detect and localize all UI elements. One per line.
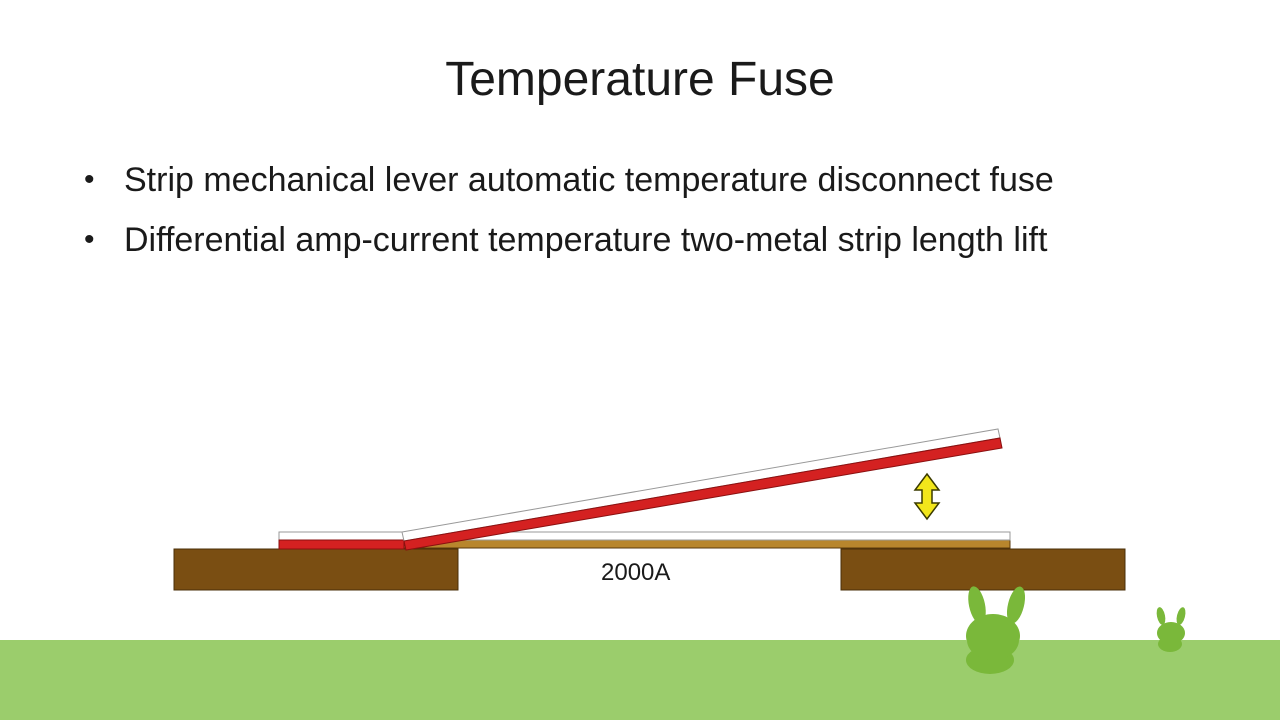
- grass-ground: [0, 640, 1280, 720]
- left-base-block: [173, 548, 459, 591]
- right-base-block: [840, 548, 1126, 591]
- fixed-bimetal-red-layer: [278, 539, 405, 550]
- lifted-bimetal-red-layer: [403, 437, 1003, 551]
- base-conductor-strip: [401, 539, 1011, 549]
- bullet-text: Differential amp-current temperature two…: [124, 221, 1048, 259]
- bullet-item: • Differential amp-current temperature t…: [84, 218, 1054, 262]
- lift-arrow-icon: [913, 472, 941, 521]
- lifted-bimetal-white-layer: [401, 428, 1001, 542]
- slide-title: Temperature Fuse: [445, 53, 835, 106]
- bullet-list: • Strip mechanical lever automatic tempe…: [84, 158, 1054, 278]
- fixed-bimetal-white-layer: [278, 531, 405, 541]
- bullet-icon: •: [84, 163, 95, 196]
- bullet-text: Strip mechanical lever automatic tempera…: [124, 161, 1054, 199]
- current-rating-label: 2000A: [601, 559, 671, 586]
- bullet-icon: •: [84, 223, 95, 256]
- bullet-item: • Strip mechanical lever automatic tempe…: [84, 158, 1054, 202]
